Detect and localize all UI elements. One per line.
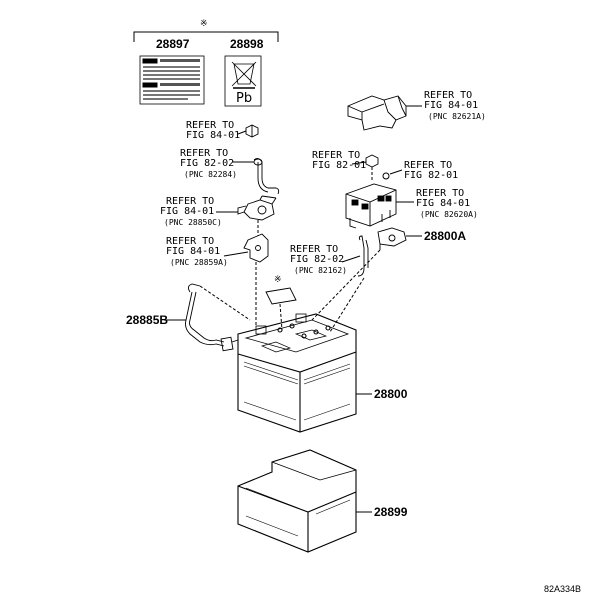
ref-line1: REFER TO bbox=[166, 236, 215, 247]
part-number-28897: 28897 bbox=[156, 37, 190, 51]
leader-28859a bbox=[223, 251, 249, 257]
ref-line2: FIG 84-01 bbox=[424, 100, 479, 111]
ref-line2: FIG 84-01 bbox=[186, 130, 241, 141]
leader-dash-right-2 bbox=[329, 277, 365, 333]
ref-line1: REFER TO bbox=[424, 90, 473, 101]
part-number-28899: 28899 bbox=[374, 505, 408, 519]
ref-line1: REFER TO bbox=[312, 150, 361, 161]
ref-line2: FIG 82-01 bbox=[312, 160, 367, 171]
part-number-28885b: 28885B bbox=[126, 313, 169, 327]
ref-line2: FIG 82-02 bbox=[180, 158, 235, 169]
ref-line1: REFER TO bbox=[180, 148, 229, 159]
ref-pnc: (PNC 82284) bbox=[184, 170, 237, 179]
fuse-block-part bbox=[345, 183, 397, 229]
washer-part bbox=[382, 172, 390, 180]
note-mark-battery-label: ※ bbox=[274, 274, 282, 284]
leader-dash-right-1 bbox=[311, 249, 381, 321]
ref-line2: FIG 82-02 bbox=[290, 254, 345, 265]
battery-label-sticker bbox=[265, 287, 297, 305]
battery-part bbox=[237, 313, 357, 433]
pb-symbol: Pb bbox=[236, 91, 252, 106]
positive-cable-part bbox=[357, 235, 369, 277]
part-number-28898: 28898 bbox=[230, 37, 264, 51]
leader-battery-label bbox=[279, 303, 283, 331]
note-mark-top: ※ bbox=[200, 18, 208, 28]
sensor-cable-part bbox=[185, 283, 239, 352]
part-number-28800: 28800 bbox=[374, 387, 408, 401]
bracket-part bbox=[243, 233, 269, 263]
part-number-28800a: 28800A bbox=[424, 229, 467, 243]
ref-pnc: (PNC 28850C) bbox=[164, 218, 222, 227]
battery-tray-part bbox=[237, 449, 357, 553]
recycle-label-sticker bbox=[224, 55, 262, 107]
ground-cable-part bbox=[253, 157, 280, 195]
positive-terminal-part bbox=[377, 227, 407, 250]
ref-line2: FIG 84-01 bbox=[166, 246, 221, 257]
ref-pnc: (PNC 82620A) bbox=[420, 210, 478, 219]
ref-line1: REFER TO bbox=[416, 188, 465, 199]
ref-line1: REFER TO bbox=[186, 120, 235, 131]
nut-part bbox=[245, 124, 259, 138]
ref-line2: FIG 84-01 bbox=[160, 206, 215, 217]
drawing-id: 82A334B bbox=[544, 584, 582, 594]
label-group-bracket bbox=[133, 31, 279, 42]
leader-82162 bbox=[341, 255, 361, 263]
leader-nut-right bbox=[351, 161, 367, 165]
ref-pnc: (PNC 28859A) bbox=[170, 258, 228, 267]
warning-label-sticker bbox=[139, 55, 205, 105]
nut-part-right bbox=[365, 154, 379, 168]
ref-pnc: (PNC 82621A) bbox=[428, 112, 486, 121]
leader-nut-ref bbox=[237, 130, 247, 135]
terminal-clamp-part bbox=[237, 195, 277, 221]
ref-line1: REFER TO bbox=[166, 196, 215, 207]
ref-line2: FIG 82-01 bbox=[404, 170, 459, 181]
leader-sensor-up bbox=[199, 285, 251, 321]
leader-washer bbox=[389, 169, 403, 175]
ref-line2: FIG 84-01 bbox=[416, 198, 471, 209]
ref-pnc: (PNC 82162) bbox=[294, 266, 347, 275]
ref-line1: REFER TO bbox=[290, 244, 339, 255]
terminal-cover-part bbox=[347, 95, 407, 131]
ref-line1: REFER TO bbox=[404, 160, 453, 171]
